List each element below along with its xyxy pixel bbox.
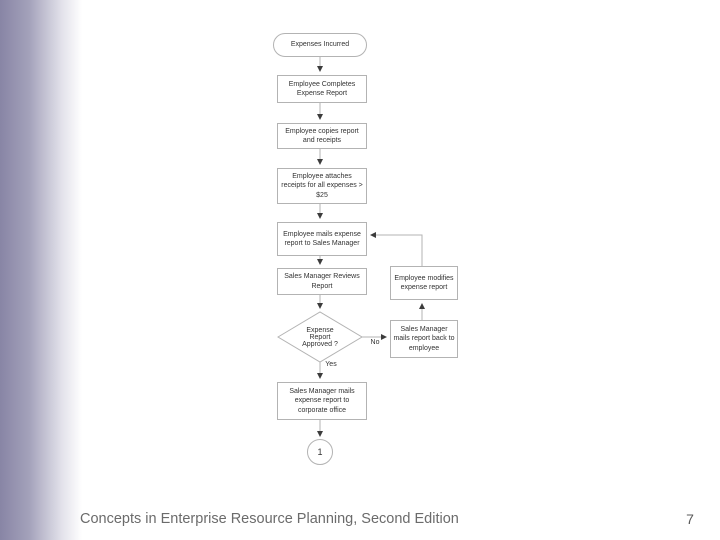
terminator-expenses-incurred: Expenses Incurred <box>273 33 367 57</box>
step-label: Employee attaches receipts for all expen… <box>281 172 363 199</box>
slide-accent-gradient-bar <box>0 0 82 540</box>
step-employee-mails-report: Employee mails expense report to Sales M… <box>277 222 367 256</box>
step-employee-completes-report: Employee Completes Expense Report <box>277 75 367 103</box>
step-employee-modifies-report: Employee modifies expense report <box>390 266 458 300</box>
footer-title: Concepts in Enterprise Resource Planning… <box>80 511 459 527</box>
step-manager-reviews-report: Sales Manager Reviews Report <box>277 268 367 295</box>
step-employee-attaches-receipts: Employee attaches receipts for all expen… <box>277 168 367 204</box>
step-manager-mails-report-back: Sales Manager mails report back to emplo… <box>390 320 458 358</box>
connector-label: 1 <box>317 446 323 457</box>
step-label: Employee modifies expense report <box>394 274 454 291</box>
connector-modify-to-step4 <box>370 232 423 266</box>
step-label: Sales Manager mails expense report to co… <box>289 387 355 414</box>
step-label: Sales Manager mails report back to emplo… <box>393 325 455 352</box>
step-label: Employee copies report and receipts <box>285 127 359 144</box>
offpage-connector-1: 1 <box>307 439 333 465</box>
step-employee-copies-report: Employee copies report and receipts <box>277 123 367 149</box>
step-label: Employee mails expense report to Sales M… <box>283 230 361 247</box>
label-yes: Yes <box>325 361 337 368</box>
page-number: 7 <box>686 511 694 527</box>
step-label: Sales Manager Reviews Report <box>284 273 360 290</box>
step-label: Employee Completes Expense Report <box>288 80 356 97</box>
step-manager-mails-corporate: Sales Manager mails expense report to co… <box>277 382 367 420</box>
label-no: No <box>370 339 380 346</box>
terminator-label: Expenses Incurred <box>290 41 350 49</box>
decision-label: Expense Report Approved ? <box>302 326 338 348</box>
decision-expense-approved: Expense Report Approved ? <box>298 317 342 357</box>
